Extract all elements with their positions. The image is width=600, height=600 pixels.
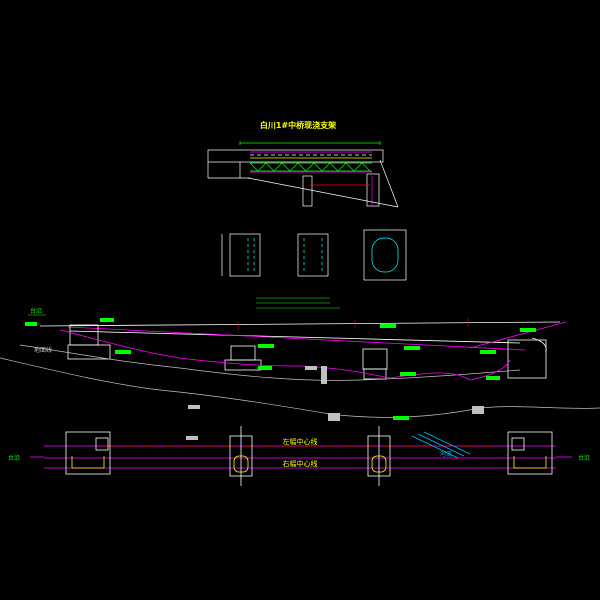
plan-view [30,426,572,486]
ground-lines [0,344,600,418]
drawing-title: 白川1#中桥现浇支架 [260,120,336,130]
river-hatch [411,431,471,459]
label-left-abutment: 台沿 [30,307,42,315]
label-left-ground: 地面线 [34,346,52,354]
bridge-elevation [39,321,561,380]
detail-notes [256,297,340,309]
label-left-center: 左幅中心线 [283,437,318,446]
falsework-elevation [207,141,399,208]
label-plan-right-end: 台沿 [578,454,590,462]
elevation-tags [25,318,536,420]
label-plan-left-end: 台沿 [8,454,20,462]
section-details [221,229,407,281]
axis-marks [237,318,469,330]
grey-tags [186,366,484,440]
label-river: 河流 [440,450,452,458]
label-right-center: 右幅中心线 [283,459,318,468]
falsework-truss [249,162,372,172]
